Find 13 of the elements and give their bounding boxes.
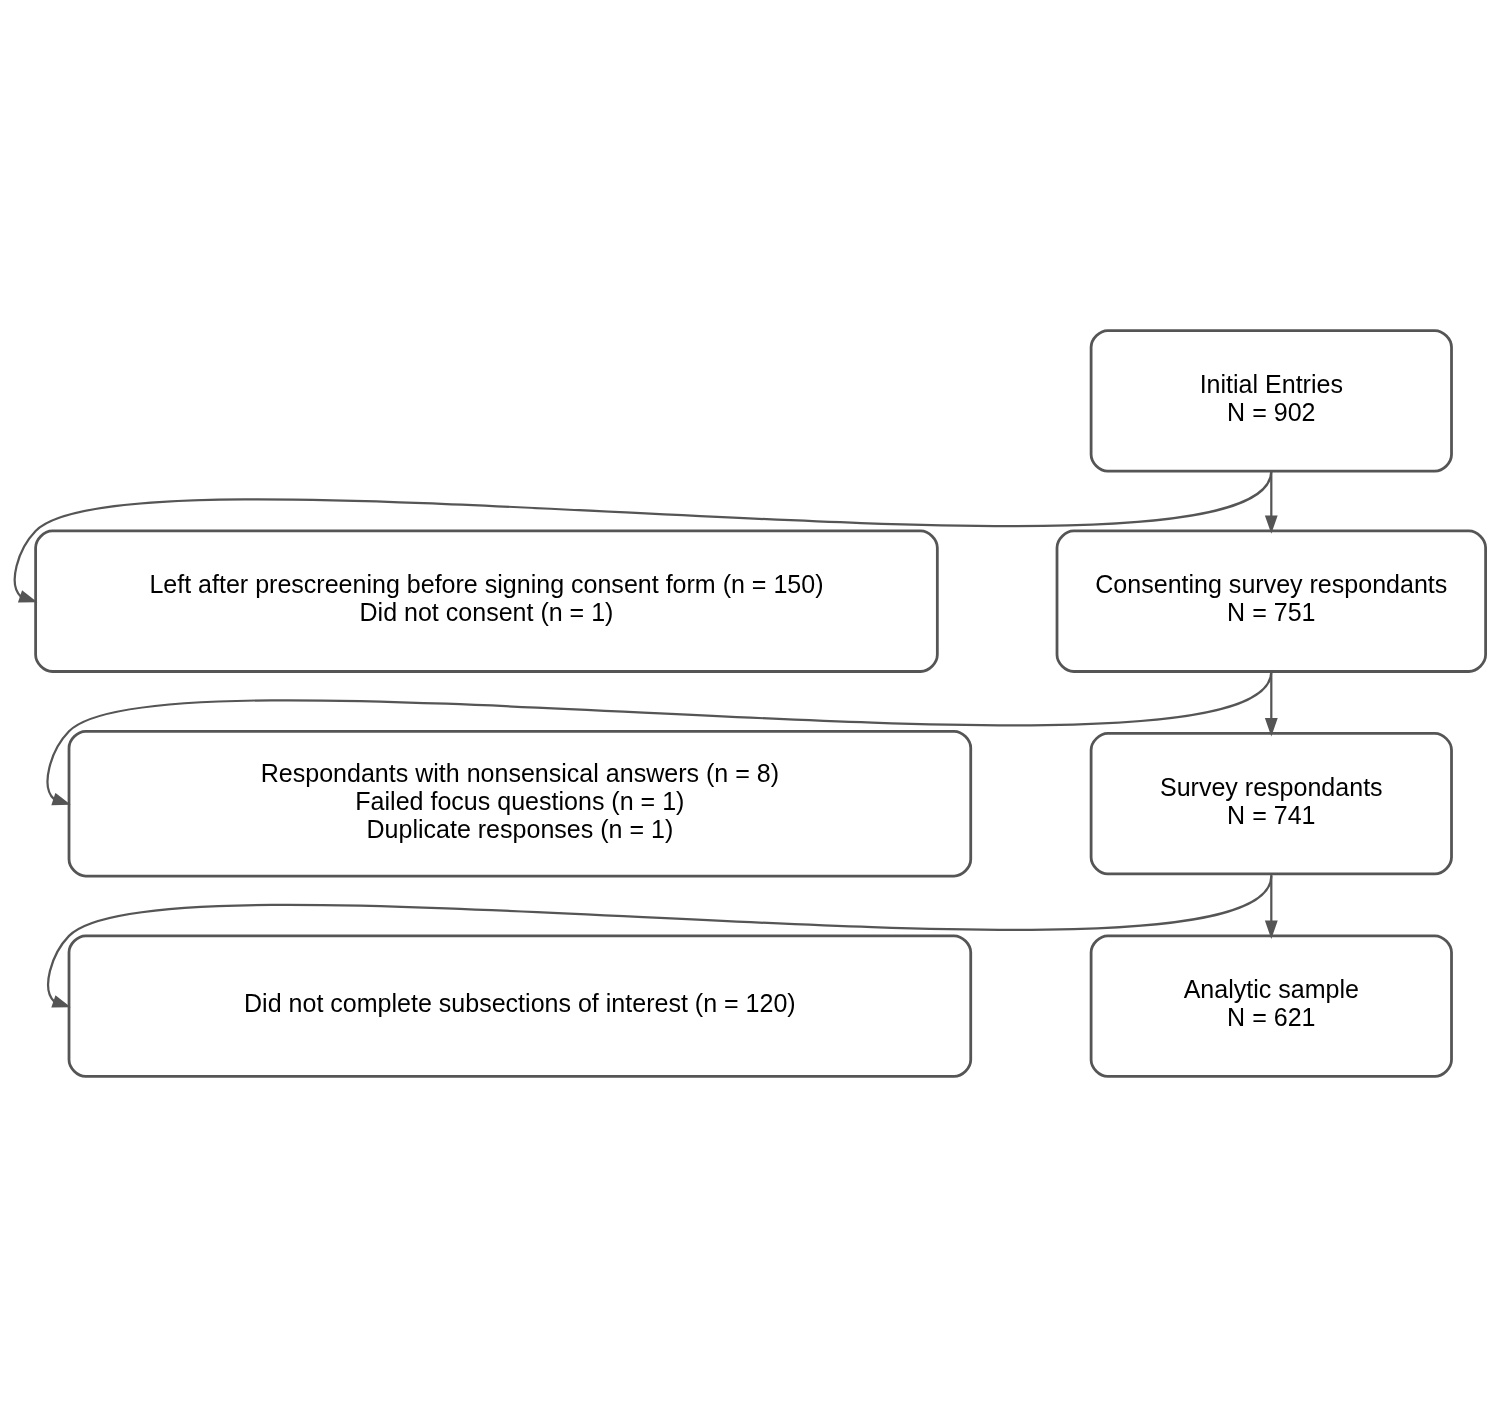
node-box: Respondants with nonsensical answers (n = 8) Failed focus questions (n = 1) Duplicate responses (n = 1) xyxy=(67,729,973,878)
arrow xyxy=(47,875,1273,1008)
node-box: Analytic sample N = 621 xyxy=(1089,934,1453,1078)
node-box: Initial Entries N = 902 xyxy=(1089,329,1453,473)
node-box: Left after prescreening before signing consent form (n = 150) Did not consent (n = 1) xyxy=(34,529,939,673)
node-box: Consenting survey respondants N = 751 xyxy=(1055,529,1487,673)
node-box: Survey respondants N = 741 xyxy=(1089,732,1453,876)
arrow xyxy=(1264,874,1278,939)
arrow xyxy=(14,470,1273,603)
arrow xyxy=(1264,671,1278,737)
arrow xyxy=(1264,471,1278,534)
arrow xyxy=(47,670,1273,806)
node-box: Did not complete subsections of interest (n = 120) xyxy=(67,934,973,1078)
